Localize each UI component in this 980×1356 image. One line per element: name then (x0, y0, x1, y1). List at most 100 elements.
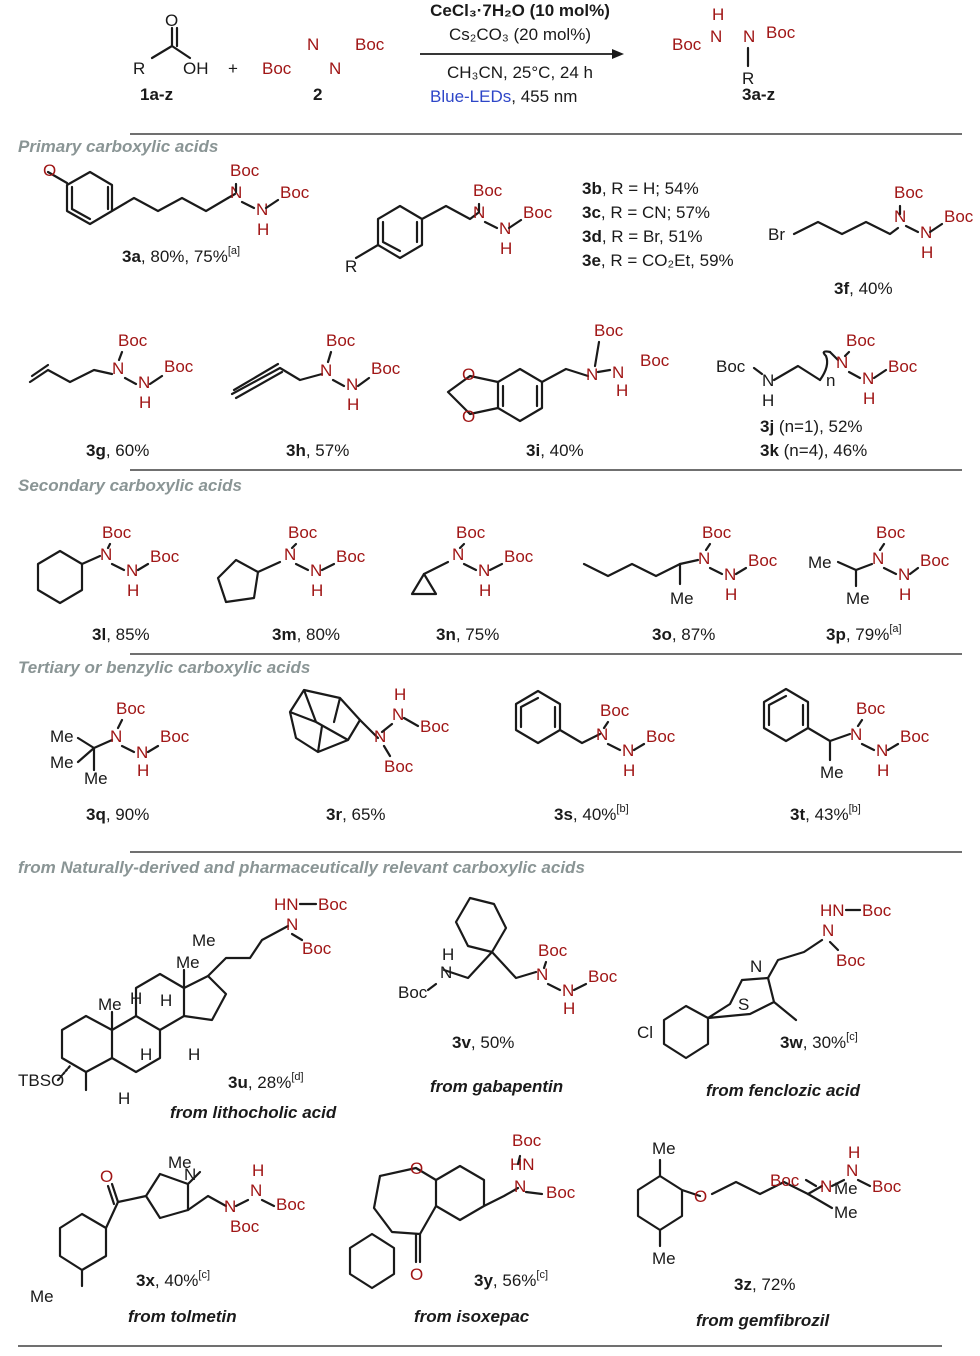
hz-h: H (394, 685, 406, 704)
compound-3s: N Boc N H Boc 3s, 40%[b] (514, 689, 676, 824)
hz-n: N (872, 549, 884, 568)
hz-boc: Boc (920, 551, 950, 570)
me-label: Me (84, 769, 108, 788)
hz-boc: Boc (538, 941, 568, 960)
hz-h: H (899, 585, 911, 604)
compound-3r: N N H Boc Boc 3r, 65% (288, 685, 450, 824)
section-title-natural: from Naturally-derived and pharmaceutica… (18, 858, 585, 877)
hz-h: H (500, 239, 512, 258)
me-label: Me (834, 1179, 858, 1198)
yield-3u: 3u, 28%[d] (228, 1071, 304, 1092)
hz-h: H (252, 1161, 264, 1180)
hz-h: H (127, 581, 139, 600)
hz-boc: Boc (160, 727, 190, 746)
me-label: Me (670, 589, 694, 608)
hz-boc: Boc (504, 547, 534, 566)
hz-boc: Boc (326, 331, 356, 350)
hz-n: N (822, 921, 834, 940)
hz-hn: HN (510, 1155, 535, 1174)
compound-3m: N Boc N H Boc 3m, 80% (216, 523, 366, 644)
compound-3z: Me O Me Me Me N Boc N H Boc 3z, 72% from… (636, 1139, 902, 1330)
source-3y: from isoxepac (414, 1307, 530, 1326)
hz-boc: Boc (640, 351, 670, 370)
hz-boc: Boc (523, 203, 553, 222)
hz-boc: Boc (872, 1177, 902, 1196)
hz-n: N (110, 727, 122, 746)
hz-n: N (586, 365, 598, 384)
compound-3j-3k: Boc N H n N Boc N H Boc 3j (n=1), 52% 3k… (716, 331, 918, 460)
hz-boc: Boc (894, 183, 924, 202)
me-label: Me (846, 589, 870, 608)
hz-h: H (257, 220, 269, 239)
hz-boc: Boc (862, 901, 892, 920)
hz-boc: Boc (280, 183, 310, 202)
yield-3s: 3s, 40%[b] (554, 803, 629, 824)
n-subscript: n (826, 371, 835, 390)
source-3v: from gabapentin (430, 1077, 563, 1096)
hz-boc: Boc (836, 951, 866, 970)
hz-boc: Boc (888, 357, 918, 376)
hz-h: H (725, 585, 737, 604)
hz-boc: Boc (288, 523, 318, 542)
o-atom: O (410, 1159, 423, 1178)
r-atom: R (345, 257, 357, 276)
boc-label: Boc (398, 983, 428, 1002)
hz-boc: Boc (456, 523, 486, 542)
r-atom: R (133, 59, 145, 78)
hz-boc: Boc (702, 523, 732, 542)
hz-boc: Boc (164, 357, 194, 376)
hydroxyl: OH (183, 59, 209, 78)
me-label: Me (834, 1203, 858, 1222)
h-label: H (118, 1089, 130, 1108)
hz-boc: Boc (473, 181, 503, 200)
yield-3g: 3g, 60% (86, 441, 149, 460)
yield-3x: 3x, 40%[c] (136, 1269, 210, 1290)
me-label: Me (652, 1249, 676, 1268)
list-entry-3c: 3c, R = CN; 57% (582, 203, 710, 222)
hz-n: N (310, 561, 322, 580)
nh-h: H (442, 945, 454, 964)
me-label: Me (168, 1153, 192, 1172)
o-atom: O (410, 1265, 423, 1284)
hz-h: H (347, 395, 359, 414)
product-boc-right: Boc (766, 23, 796, 42)
condition-catalyst: CeCl₃·7H₂O (10 mol%) (430, 1, 610, 20)
hz-h: H (563, 999, 575, 1018)
compound-3o: Me N Boc N H Boc 3o, 87% (582, 523, 778, 644)
product-n2: N (743, 27, 755, 46)
compound-3g: N Boc N H Boc 3g, 60% (28, 331, 194, 460)
n-atom: N (184, 1165, 196, 1184)
product-r: R (742, 69, 754, 88)
source-3u: from lithocholic acid (170, 1103, 337, 1122)
yield-3t: 3t, 43%[b] (790, 803, 861, 824)
hz-h: H (623, 761, 635, 780)
yield-3l: 3l, 85% (92, 625, 150, 644)
me-label: Me (192, 931, 216, 950)
hz-h: H (848, 1143, 860, 1162)
compound-3f: Br N Boc N H Boc 3f, 40% (768, 183, 974, 298)
compound-3q: Me Me Me N Boc N H Boc 3q, 90% (50, 699, 190, 824)
product-label: 3a-z (742, 85, 775, 104)
hz-n: N (138, 373, 150, 392)
boc-label: Boc (716, 357, 746, 376)
compound-3b-3e: R N Boc N H Boc 3b, R = H; 54% 3c, R = C… (345, 179, 734, 276)
h-label: H (188, 1045, 200, 1064)
hz-n: N (452, 545, 464, 564)
yield-3a: 3a, 80%, 75%[a] (122, 245, 240, 266)
hz-boc: Boc (856, 699, 886, 718)
product-boc-left: Boc (672, 35, 702, 54)
hz-boc: Boc (150, 547, 180, 566)
compound-3n: N Boc N H Boc 3n, 75% (410, 523, 534, 644)
o-atom: O (100, 1167, 113, 1186)
hz-boc: Boc (230, 1217, 260, 1236)
compound-3i: O O N Boc N H Boc 3i, 40% (446, 321, 670, 460)
n2-atom: N (329, 59, 341, 78)
hz-h: H (616, 381, 628, 400)
source-3w: from fenclozic acid (706, 1081, 861, 1100)
hz-n: N (612, 363, 624, 382)
h-label: H (140, 1045, 152, 1064)
hz-boc: Boc (512, 1131, 542, 1150)
compound-3a: O N Boc N H Boc 3a, 80%, 75%[a] (43, 161, 310, 266)
br-atom: Br (768, 225, 785, 244)
